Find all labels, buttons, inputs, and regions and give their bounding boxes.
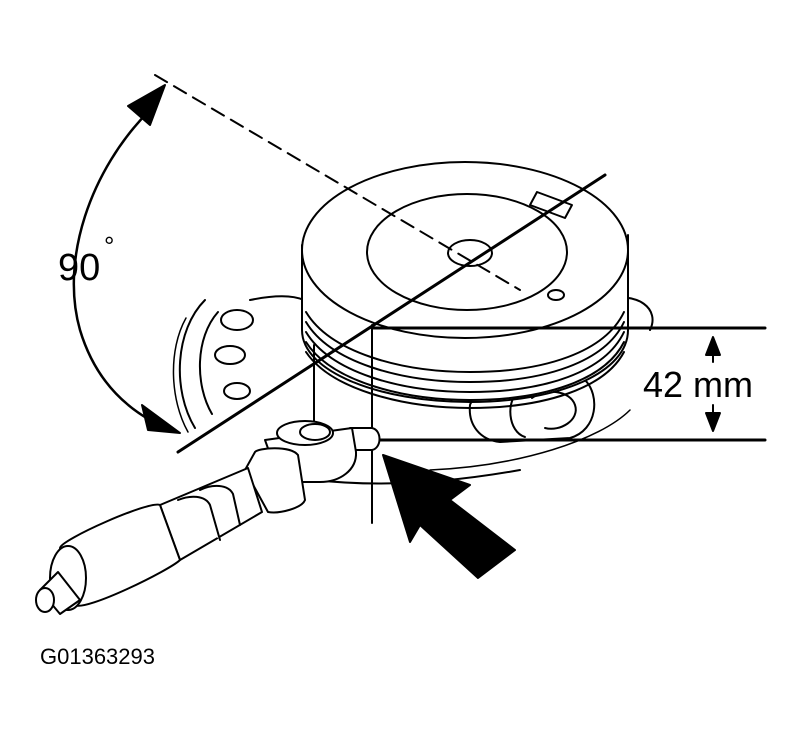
angle-label: 90 — [58, 247, 100, 289]
angle-arrow-bottom — [141, 404, 181, 434]
micrometer-anvil-tip — [349, 427, 381, 451]
pointer-arrow — [382, 454, 516, 579]
angle-arc — [72, 84, 181, 434]
diagram-drawing — [35, 74, 767, 615]
connecting-rod-bore — [172, 295, 631, 485]
figure-id-label: G01363293 — [40, 644, 155, 669]
measurement-axis-line — [176, 173, 607, 454]
piston-crown — [301, 161, 629, 339]
dimension-arrows — [705, 336, 721, 432]
measurement-label: 42 mm — [643, 364, 753, 405]
micrometer-sleeve — [244, 447, 306, 514]
angle-degree-symbol: ° — [104, 231, 114, 261]
angle-arrow-top — [127, 84, 166, 126]
micrometer-ratchet — [59, 503, 181, 607]
micrometer-tool — [35, 420, 381, 615]
reference-dashed-line — [154, 74, 521, 291]
piston-ring-grooves — [305, 311, 625, 409]
